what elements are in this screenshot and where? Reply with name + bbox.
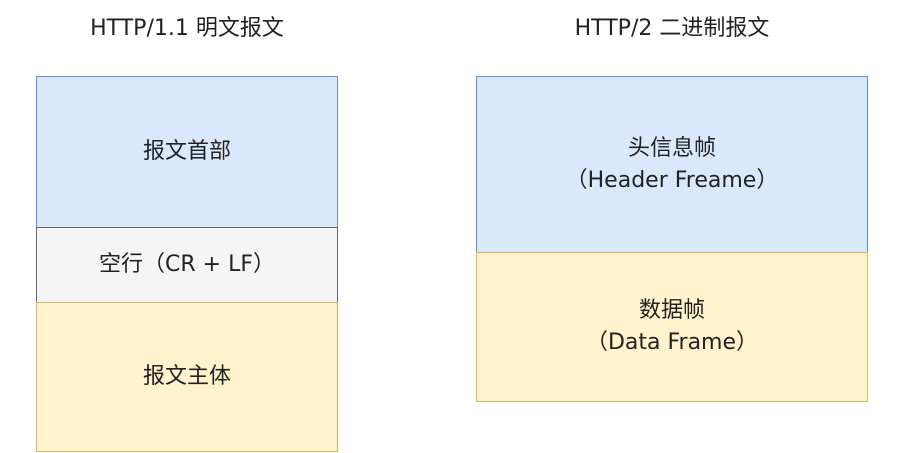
http2-header-frame-sublabel: （Header Freame） [565, 167, 779, 193]
http1-body-label: 报文主体 [142, 364, 231, 389]
http1-header-block: 报文首部 [36, 76, 338, 228]
http2-data-frame-label: 数据帧 [638, 298, 705, 323]
http2-header-frame-block: 头信息帧 （Header Freame） [476, 76, 868, 253]
http1-header-label: 报文首部 [142, 139, 231, 164]
http1-title: HTTP/1.1 明文报文 [90, 16, 284, 41]
http2-title: HTTP/2 二进制报文 [574, 16, 770, 41]
http1-blank-line-label: 空行（CR + LF） [99, 252, 275, 277]
http2-header-frame-label: 头信息帧 [627, 135, 716, 161]
http1-body-block: 报文主体 [36, 302, 338, 452]
http2-data-frame-block: 数据帧 （Data Frame） [476, 252, 868, 402]
http1-blank-line-block: 空行（CR + LF） [36, 227, 338, 303]
http2-data-frame-sublabel: （Data Frame） [585, 330, 759, 355]
